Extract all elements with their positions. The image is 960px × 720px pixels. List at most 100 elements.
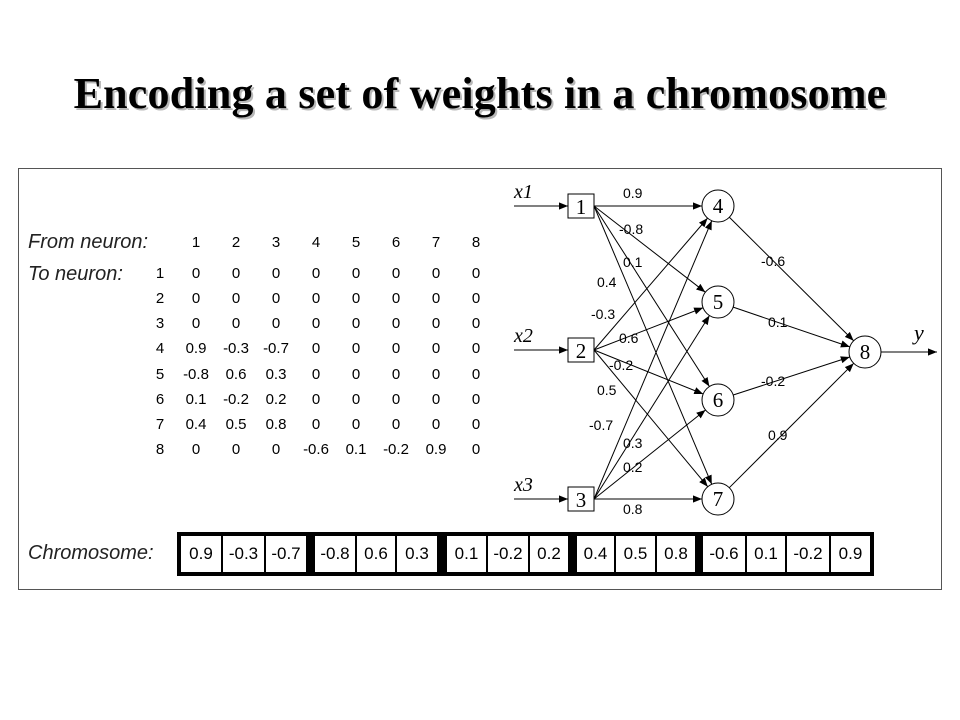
output-label-y: y xyxy=(912,320,924,345)
matrix-cell: 0 xyxy=(231,441,241,458)
matrix-cell: -0.8 xyxy=(183,366,209,383)
matrix-cell: 0 xyxy=(471,391,481,408)
matrix-column-header: 1 xyxy=(191,234,201,251)
matrix-cell: -0.3 xyxy=(223,340,249,357)
matrix-cell: -0.2 xyxy=(223,391,249,408)
neuron-label-2: 2 xyxy=(576,339,587,363)
hidden-neuron-4 xyxy=(701,189,735,223)
matrix-cell: 0.8 xyxy=(265,416,287,433)
matrix-cell: 0.5 xyxy=(225,416,247,433)
input-label-x2: x2 xyxy=(513,325,533,347)
neuron-label-4: 4 xyxy=(713,194,724,218)
matrix-row-label: 2 xyxy=(155,290,165,307)
input-neuron-1 xyxy=(567,193,595,219)
matrix-column-header: 6 xyxy=(391,234,401,251)
input-label-x3: x3 xyxy=(513,474,533,496)
matrix-cell: 0 xyxy=(191,265,201,282)
matrix-column-header: 7 xyxy=(431,234,441,251)
matrix-cell: 0 xyxy=(351,265,361,282)
weight-label-w25: 0.6 xyxy=(619,330,639,346)
hidden-neuron-6 xyxy=(701,383,735,417)
matrix-cell: 0.1 xyxy=(345,441,367,458)
matrix-cell: 0 xyxy=(391,366,401,383)
matrix-cell: 0 xyxy=(471,416,481,433)
input-label-x1: x1 xyxy=(513,181,533,203)
matrix-cell: 0 xyxy=(271,265,281,282)
chromosome-gene: 0.1 xyxy=(446,535,487,573)
matrix-cell: 0 xyxy=(471,441,481,458)
matrix-cell: 0 xyxy=(351,340,361,357)
matrix-cell: 0 xyxy=(311,416,321,433)
weight-label-w24: -0.3 xyxy=(591,306,615,322)
matrix-cell: 0 xyxy=(271,315,281,332)
matrix-cell: 0 xyxy=(191,441,201,458)
from-neuron-label: From neuron: xyxy=(28,231,149,253)
weight-label-w15: -0.8 xyxy=(619,221,643,237)
connection-3-5 xyxy=(593,315,710,500)
output-neuron-8 xyxy=(848,335,882,369)
matrix-cell: 0 xyxy=(231,265,241,282)
hidden-neuron-7 xyxy=(701,482,735,516)
neuron-label-3: 3 xyxy=(576,488,587,512)
matrix-cell: 0 xyxy=(351,391,361,408)
matrix-cell: 0 xyxy=(391,391,401,408)
matrix-row-label: 4 xyxy=(155,340,165,357)
chromosome-gene: -0.6 xyxy=(702,535,746,573)
matrix-cell: 0 xyxy=(351,366,361,383)
chromosome-gene: 0.9 xyxy=(180,535,222,573)
matrix-cell: 0.2 xyxy=(265,391,287,408)
chromosome-gene: 0.1 xyxy=(746,535,786,573)
matrix-cell: 0 xyxy=(391,315,401,332)
chromosome-gene: -0.3 xyxy=(222,535,265,573)
weight-label-w78: 0.9 xyxy=(768,427,788,443)
matrix-column-header: 2 xyxy=(231,234,241,251)
matrix-cell: 0 xyxy=(191,315,201,332)
neuron-label-7: 7 xyxy=(713,487,724,511)
matrix-column-header: 3 xyxy=(271,234,281,251)
matrix-cell: 0 xyxy=(231,290,241,307)
matrix-cell: 0 xyxy=(391,340,401,357)
hidden-neuron-5 xyxy=(701,285,735,319)
matrix-cell: 0 xyxy=(471,315,481,332)
chromosome-gene: 0.4 xyxy=(576,535,615,573)
matrix-cell: 0 xyxy=(231,315,241,332)
matrix-cell: 0 xyxy=(391,416,401,433)
input-neuron-3 xyxy=(567,486,595,512)
chromosome-gene: -0.8 xyxy=(314,535,356,573)
matrix-cell: 0.9 xyxy=(185,340,207,357)
connection-1-6 xyxy=(593,205,710,387)
matrix-cell: -0.2 xyxy=(383,441,409,458)
matrix-cell: 0 xyxy=(271,290,281,307)
neuron-label-1: 1 xyxy=(576,195,587,219)
weight-label-w58: 0.1 xyxy=(768,314,788,330)
matrix-cell: 0 xyxy=(431,416,441,433)
weight-label-w27: 0.5 xyxy=(597,382,617,398)
connection-4-8 xyxy=(728,216,855,342)
weight-label-w48: -0.6 xyxy=(761,253,785,269)
weight-label-w37: 0.8 xyxy=(623,501,643,517)
connection-6-8 xyxy=(733,356,850,396)
matrix-cell: 0 xyxy=(311,340,321,357)
input-neuron-2 xyxy=(567,337,595,363)
connection-2-5 xyxy=(593,307,704,351)
matrix-cell: 0 xyxy=(351,315,361,332)
matrix-cell: 0.9 xyxy=(425,441,447,458)
matrix-cell: 0 xyxy=(471,290,481,307)
matrix-row-label: 8 xyxy=(155,441,165,458)
matrix-cell: 0 xyxy=(431,315,441,332)
weight-label-w34: -0.7 xyxy=(589,417,613,433)
chromosome-gene: -0.2 xyxy=(786,535,830,573)
chromosome-label: Chromosome: xyxy=(28,542,154,564)
chromosome-gene: 0.6 xyxy=(356,535,396,573)
to-neuron-label: To neuron: xyxy=(28,263,123,285)
weight-label-w36: 0.2 xyxy=(623,459,643,475)
matrix-cell: 0 xyxy=(431,265,441,282)
connection-2-7 xyxy=(593,349,709,488)
matrix-cell: 0 xyxy=(431,340,441,357)
matrix-cell: 0.6 xyxy=(225,366,247,383)
matrix-cell: 0 xyxy=(431,290,441,307)
matrix-row-label: 5 xyxy=(155,366,165,383)
chromosome-gene: 0.9 xyxy=(830,535,871,573)
neuron-label-5: 5 xyxy=(713,290,724,314)
